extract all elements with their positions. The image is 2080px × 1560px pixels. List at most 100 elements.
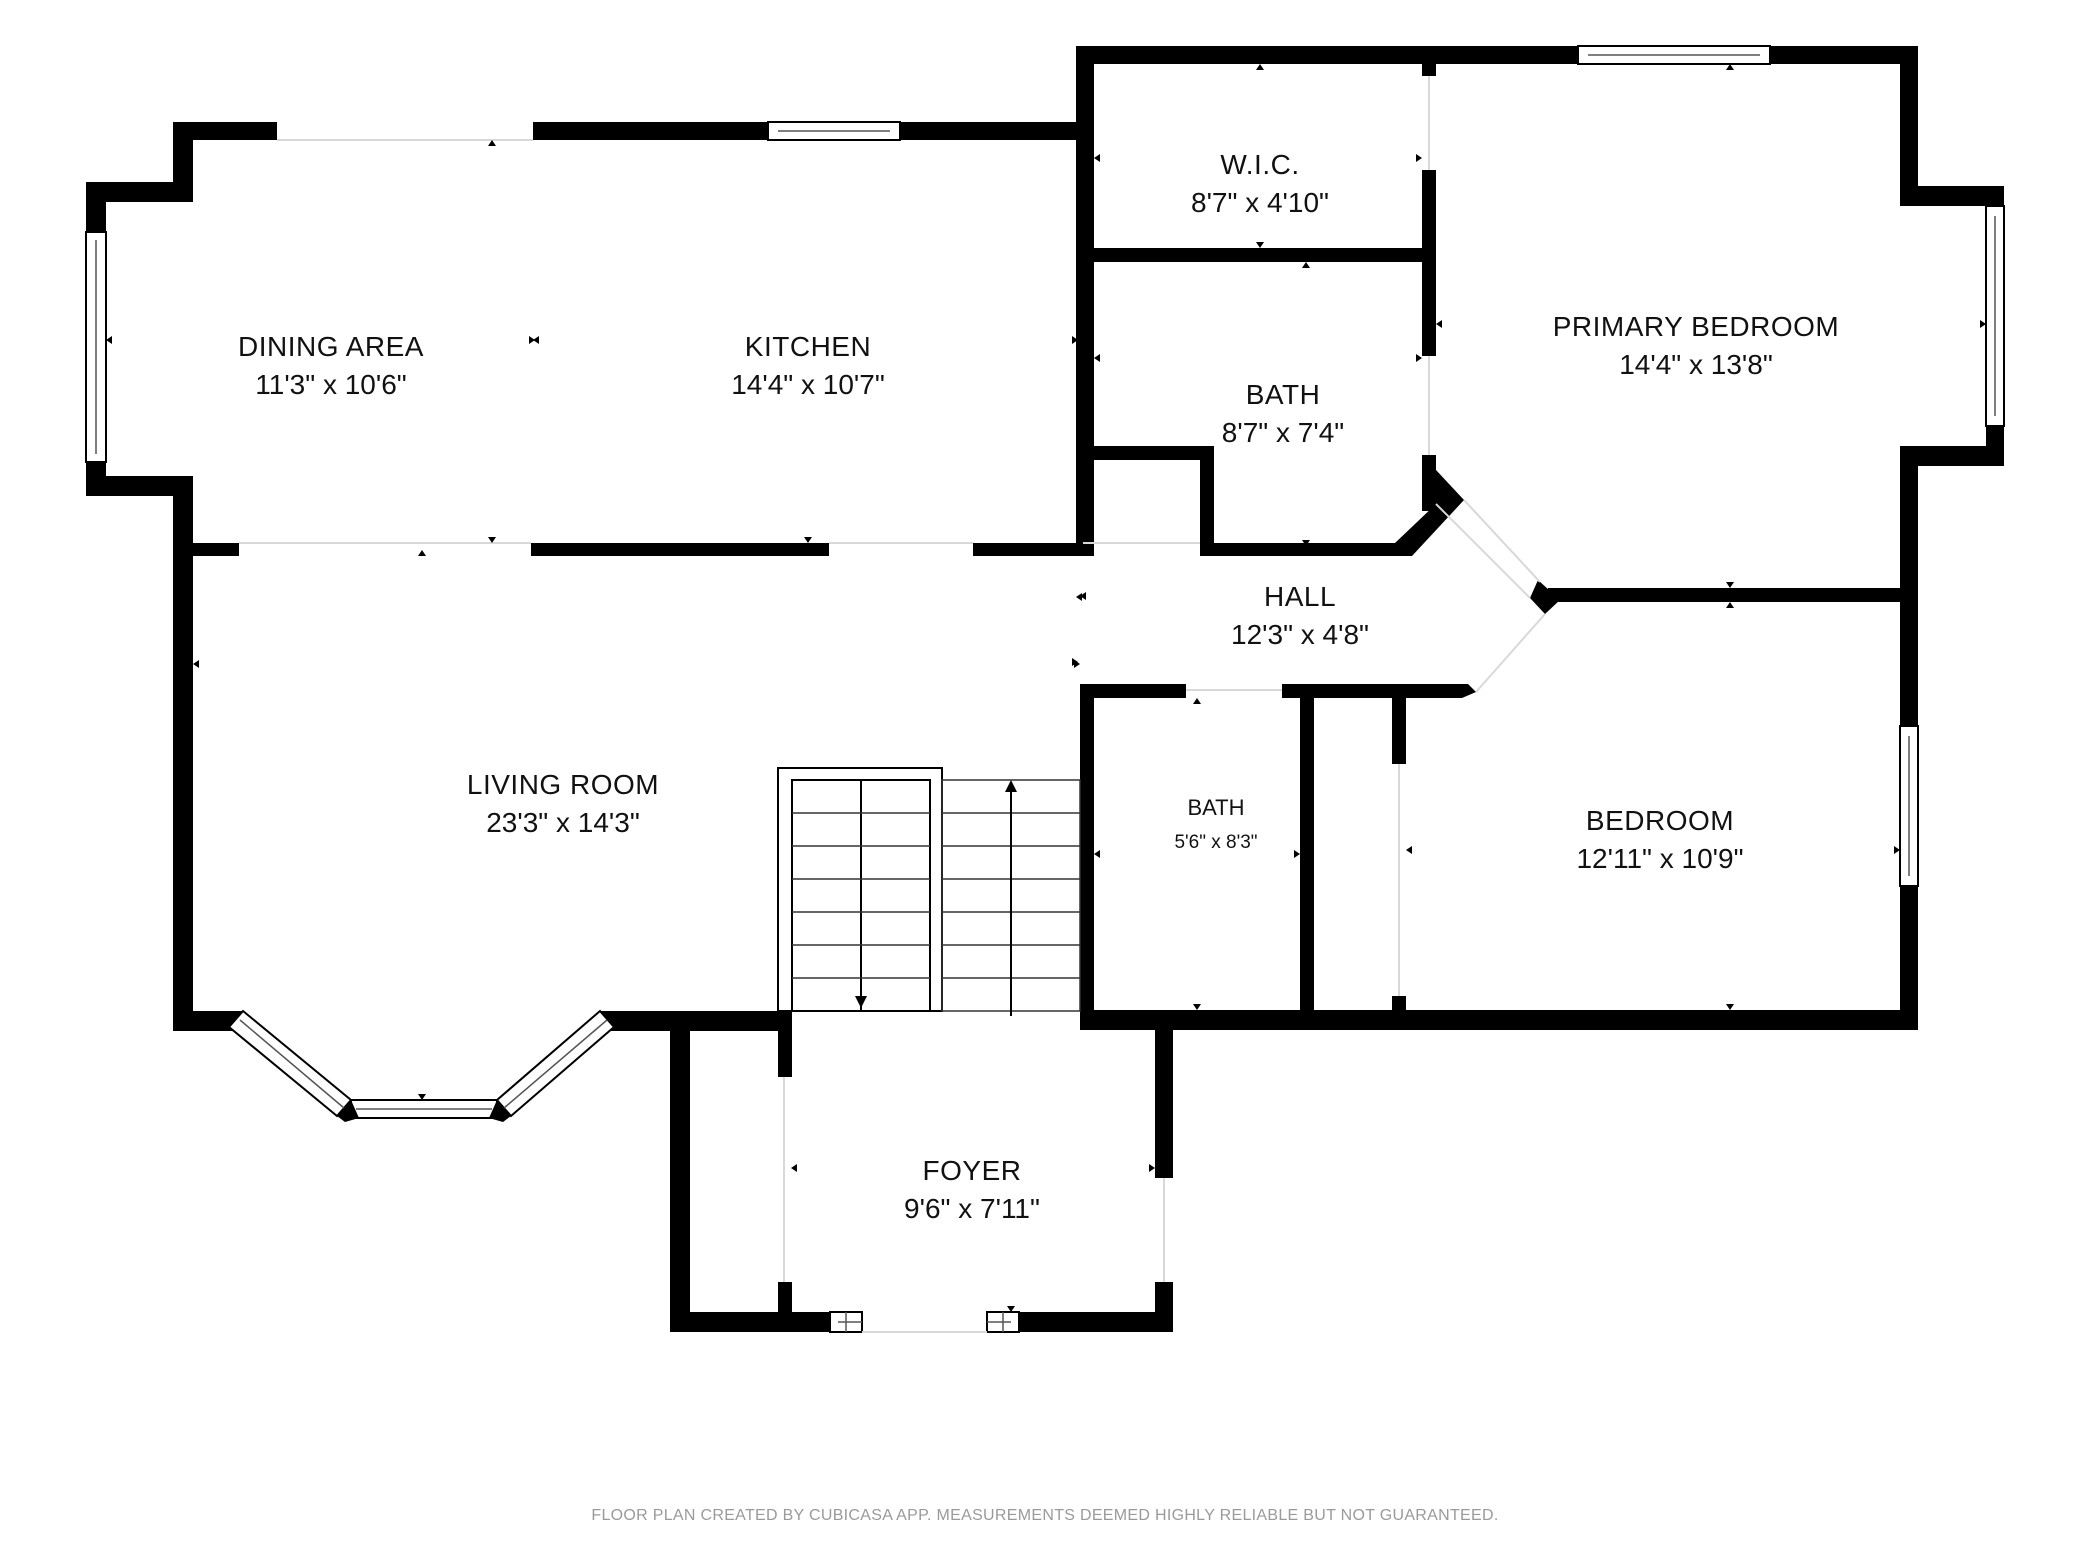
wall	[600, 1011, 788, 1031]
wall	[1392, 684, 1406, 764]
wall	[670, 1020, 690, 1332]
dim-tick	[1406, 846, 1412, 854]
dim-tick	[488, 537, 496, 543]
wall	[1900, 186, 2004, 206]
wall	[1155, 1024, 1173, 1178]
room-label-bath-upper: BATH	[1246, 379, 1321, 410]
dim-tick	[1256, 242, 1264, 248]
window	[85, 231, 107, 463]
footer-disclaimer: FLOOR PLAN CREATED BY CUBICASA APP. MEAS…	[591, 1507, 1498, 1524]
wall	[1422, 455, 1436, 511]
wall	[1076, 248, 1432, 262]
stair-up-arrow	[1005, 780, 1017, 792]
wall	[1019, 1312, 1173, 1332]
wall	[173, 122, 277, 140]
room-label-dining-area: DINING AREA	[238, 331, 424, 362]
dim-tick	[1072, 336, 1078, 344]
wall	[1900, 886, 1918, 1030]
wall	[1900, 602, 1918, 726]
room-dims-kitchen: 14'4" x 10'7"	[731, 369, 885, 400]
dim-tick	[804, 537, 812, 543]
dim-tick	[1094, 354, 1100, 362]
room-label-wic: W.I.C.	[1220, 149, 1299, 180]
dim-tick	[1416, 354, 1422, 362]
dim-tick	[1980, 320, 1986, 328]
dim-tick	[1302, 540, 1310, 546]
wall	[1200, 543, 1400, 556]
window	[1985, 205, 2005, 427]
room-label-bedroom: BEDROOM	[1586, 805, 1734, 836]
dim-tick	[1726, 602, 1734, 608]
room-label-hall: HALL	[1264, 581, 1336, 612]
wall	[1422, 262, 1436, 356]
room-dims-foyer: 9'6" x 7'11"	[904, 1193, 1040, 1224]
window	[1899, 725, 1919, 887]
wall	[86, 182, 193, 202]
dim-tick	[1193, 1004, 1201, 1010]
wall	[86, 476, 193, 496]
wall	[670, 1312, 830, 1332]
dim-tick	[1726, 582, 1734, 588]
room-label-living-room: LIVING ROOM	[467, 769, 659, 800]
windows	[85, 45, 2005, 1333]
staircase	[777, 767, 1081, 1016]
wall	[1076, 446, 1210, 460]
dim-tick	[1294, 850, 1300, 858]
wall	[173, 476, 193, 556]
wall	[1300, 684, 1314, 1024]
dim-tick	[418, 1094, 426, 1100]
dimension-ticks	[106, 64, 1986, 1312]
door-sidelight	[986, 1311, 1020, 1333]
window	[767, 121, 901, 141]
wall	[531, 543, 829, 556]
room-dims-primary-bedroom: 14'4" x 13'8"	[1619, 349, 1773, 380]
dim-tick	[1416, 154, 1422, 162]
dim-tick	[1080, 592, 1086, 600]
wall	[778, 1282, 792, 1332]
dim-tick	[1007, 1306, 1015, 1312]
dim-tick	[1076, 593, 1082, 601]
door-sidelight	[829, 1311, 863, 1333]
wall	[1530, 580, 1560, 614]
dim-tick	[1094, 850, 1100, 858]
dim-tick	[1436, 320, 1442, 328]
wall	[1076, 46, 1094, 556]
wall	[173, 543, 193, 1031]
wall	[1076, 46, 1578, 64]
room-label-foyer: FOYER	[923, 1155, 1022, 1186]
room-label-kitchen: KITCHEN	[745, 331, 871, 362]
dim-tick	[1193, 698, 1201, 704]
dim-tick	[418, 550, 426, 556]
wall	[1080, 1010, 1918, 1030]
window	[1577, 45, 1771, 65]
wall	[1395, 470, 1464, 556]
room-dims-bath-upper: 8'7" x 7'4"	[1222, 417, 1344, 448]
wall	[778, 1011, 792, 1077]
wall	[1155, 1282, 1173, 1332]
room-dims-living-room: 23'3" x 14'3"	[486, 807, 640, 838]
wall	[1422, 170, 1436, 262]
dim-tick	[1256, 64, 1264, 70]
wall	[973, 543, 1083, 556]
wall	[1900, 46, 1918, 206]
room-dims-wic: 8'7" x 4'10"	[1191, 187, 1329, 218]
wall	[1282, 684, 1452, 698]
dim-tick	[1074, 660, 1080, 668]
room-label-bath-lower: BATH	[1187, 795, 1244, 820]
room-dims-bath-lower: 5'6" x 8'3"	[1174, 832, 1257, 853]
room-dims-hall: 12'3" x 4'8"	[1231, 619, 1369, 650]
bay-window	[215, 1009, 624, 1122]
dim-tick	[1726, 64, 1734, 70]
dim-tick	[193, 660, 199, 668]
room-label-primary-bedroom: PRIMARY BEDROOM	[1553, 311, 1840, 342]
wall	[1440, 684, 1476, 698]
dim-tick	[1894, 846, 1900, 854]
dim-tick	[1094, 154, 1100, 162]
room-dims-bedroom: 12'11" x 10'9"	[1576, 843, 1743, 874]
dim-tick	[1149, 1164, 1155, 1172]
dim-tick	[106, 336, 112, 344]
wall	[1900, 446, 2004, 466]
stair-down-arrow	[855, 996, 867, 1008]
wall	[1080, 684, 1186, 698]
